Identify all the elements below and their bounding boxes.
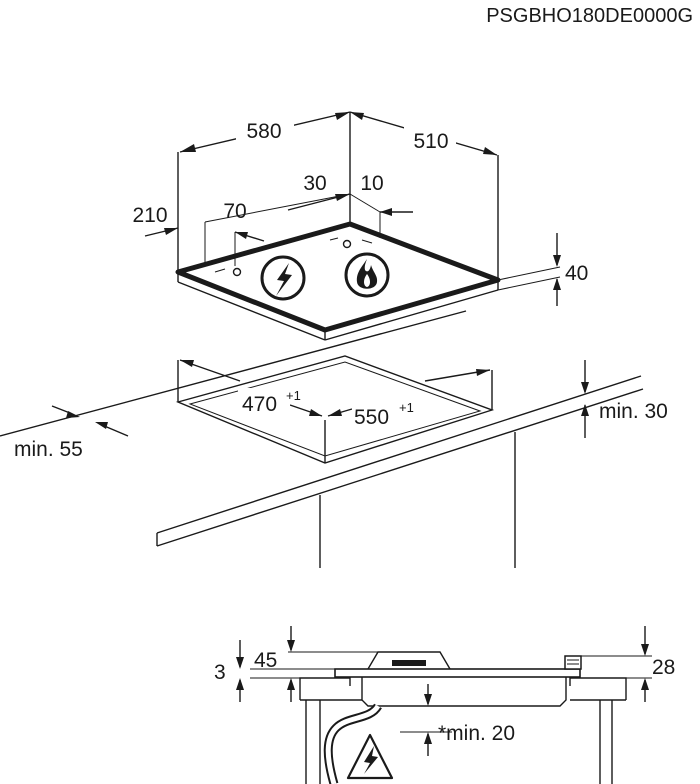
worktop-drawing (0, 310, 644, 568)
section-min-below: *min. 20 (438, 722, 515, 745)
height-dimension: 40 (497, 233, 588, 306)
min-worktop-label: min. 30 (599, 400, 668, 423)
depth-label: 510 (413, 130, 448, 153)
min-worktop-dimension: min. 30 (581, 360, 668, 438)
rear-offset-left-label: 30 (303, 172, 326, 195)
cutout-width-tolerance: +1 (286, 388, 301, 403)
rear-offset-right-label: 10 (360, 172, 383, 195)
electric-lightning-icon (260, 255, 306, 301)
section-dim-3: 3 (214, 661, 226, 684)
front-offset-label: 210 (132, 204, 167, 227)
front-offset-dimensions: 210 70 (132, 200, 265, 242)
gas-flame-icon (344, 252, 390, 298)
min-front-dimension: min. 55 (14, 405, 129, 461)
section-dim-28: 28 (652, 656, 675, 679)
section-dim-45: 45 (254, 649, 277, 672)
width-label: 580 (246, 120, 281, 143)
cutout-outline (175, 355, 495, 464)
hob-top-outline (175, 221, 501, 333)
cutout-width-label: 470 (242, 393, 277, 416)
rear-offset-dimensions: 30 10 (287, 172, 413, 216)
model-code: PSGBHO180DE0000G (486, 5, 693, 27)
cutout-depth-tolerance: +1 (399, 400, 414, 415)
cutout-drawing: 470 +1 550 +1 (175, 355, 495, 464)
min-front-label: min. 55 (14, 438, 83, 461)
cutout-depth-label: 550 (354, 406, 389, 429)
electric-warning-icon (346, 733, 394, 780)
knob-spacing-label: 70 (223, 200, 246, 223)
height-label: 40 (565, 262, 588, 285)
overall-dimensions: 580 510 (177, 111, 499, 280)
section-view: 3 45 28 *min. 20 (214, 626, 675, 784)
